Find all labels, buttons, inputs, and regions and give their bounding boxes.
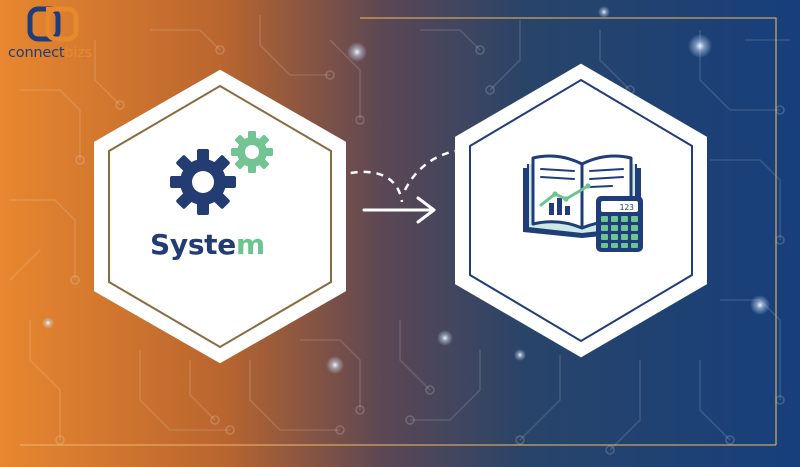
right-arrow-icon (362, 196, 436, 224)
frame-lines (20, 17, 777, 446)
circuit-pattern (9, 15, 790, 451)
gears-icon (170, 131, 273, 215)
glow-sparkles (42, 6, 770, 374)
connectbizs-logo[interactable]: connectbizs (6, 6, 121, 68)
circuit-nodes (55, 45, 785, 455)
dashed-curve-upper (337, 170, 404, 203)
calculator-display: 123 (620, 203, 635, 212)
logo-wordmark: connectbizs (8, 46, 92, 61)
system-label: System (150, 231, 300, 259)
accounting-book-calculator-icon: 123 (523, 154, 643, 252)
logo-text-connect: connect (8, 45, 65, 61)
source-node-hexagon (94, 69, 346, 364)
connector (337, 148, 467, 224)
logo-text-bizs: bizs (64, 45, 93, 61)
dashed-curve-lower (403, 148, 467, 191)
system-label-main: Syste (150, 228, 236, 261)
connectbizs-logo-icon (27, 6, 79, 42)
system-label-accent: m (235, 228, 265, 261)
